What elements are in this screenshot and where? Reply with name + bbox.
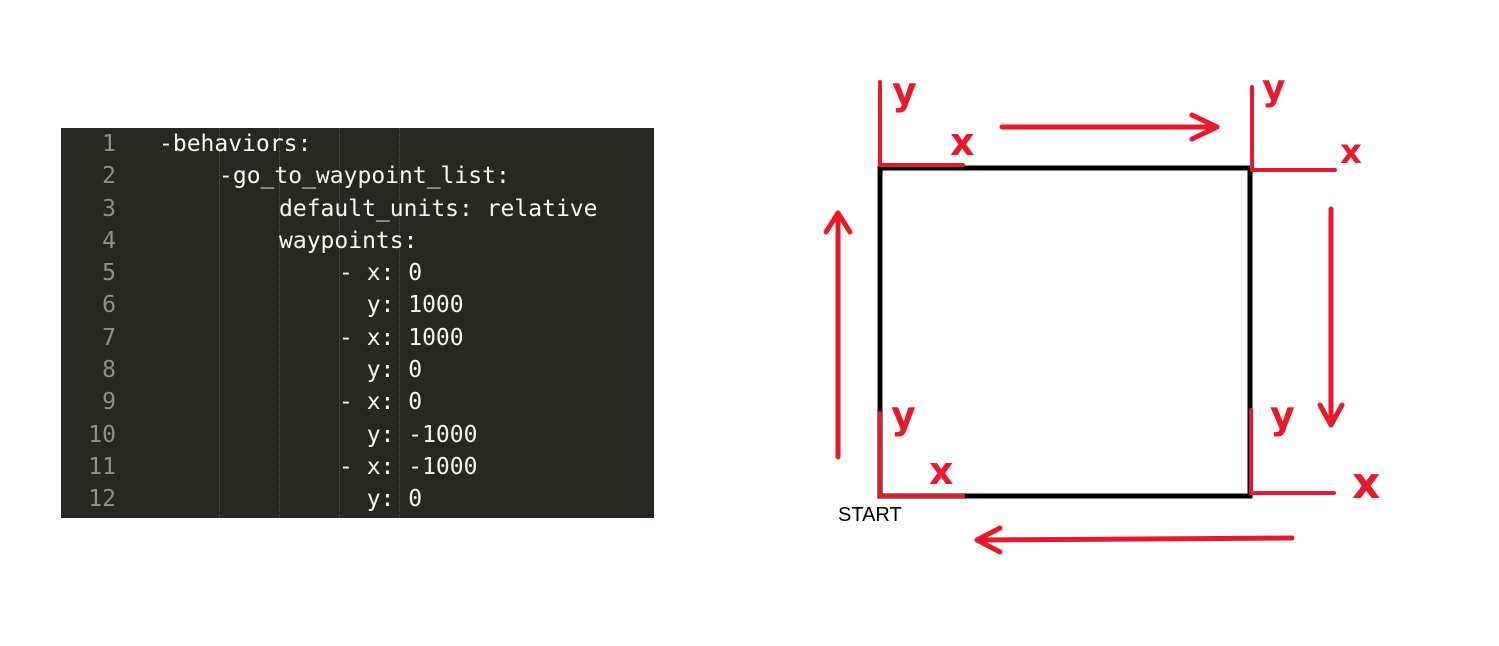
- y-axis-label-bottom-right: y: [1270, 393, 1295, 437]
- code-text: -behaviors:: [159, 131, 312, 157]
- arrow-down: [1317, 206, 1345, 428]
- code-line: 9 - x: 0: [61, 386, 654, 418]
- code-text: y: 0: [339, 486, 423, 513]
- line-number: 1: [102, 131, 116, 157]
- y-axis-label-top-left: y: [892, 69, 917, 113]
- indent-guide: [399, 128, 400, 518]
- y-axis-label-bottom-left: y: [891, 393, 916, 437]
- code-line: 8 y: 0: [61, 354, 654, 386]
- line-number: 6: [102, 292, 116, 319]
- code-text: - x: 1000: [339, 324, 464, 351]
- code-line: 7 - x: 1000: [61, 322, 654, 354]
- code-text: -go_to_waypoint_list:: [219, 163, 510, 190]
- start-label: START: [838, 504, 902, 526]
- indent-guide: [219, 128, 220, 518]
- y-axis-label-top-right: y: [1262, 68, 1285, 109]
- line-number: 12: [88, 486, 116, 513]
- code-text: default_units: relative: [279, 195, 598, 222]
- line-number: 10: [88, 421, 116, 448]
- code-line: 2 -go_to_waypoint_list:: [61, 160, 654, 192]
- line-number: 9: [102, 389, 116, 416]
- code-text: y: -1000: [339, 421, 478, 448]
- arrow-right: [999, 112, 1220, 142]
- code-line: 10 y: -1000: [61, 419, 654, 451]
- code-line: 6 y: 1000: [61, 289, 654, 321]
- line-number: 7: [102, 324, 116, 351]
- code-line: 11 - x: -1000: [61, 451, 654, 483]
- axis-marker-top-left: [878, 80, 965, 167]
- code-line: 3 default_units: relative: [61, 193, 654, 225]
- code-text: - x: 0: [339, 260, 423, 287]
- line-number: 5: [102, 260, 116, 287]
- code-line: 1 -behaviors:: [61, 128, 654, 160]
- axis-marker-bottom-right: [1249, 408, 1336, 495]
- code-line: 12 y: 0: [61, 483, 654, 515]
- code-text: y: 0: [339, 357, 423, 384]
- line-number: 4: [102, 227, 116, 254]
- x-axis-label-top-right: x: [1340, 132, 1362, 172]
- line-number: 3: [102, 195, 116, 222]
- code-text: waypoints:: [279, 227, 418, 254]
- code-editor-panel: 1 -behaviors: 2 -go_to_waypoint_list: 3 defau…: [61, 128, 654, 518]
- code-text: - x: 0: [339, 389, 423, 416]
- indent-guide: [279, 128, 280, 518]
- code-line: 5 - x: 0: [61, 257, 654, 289]
- axis-marker-bottom-left: [878, 411, 965, 498]
- line-number: 8: [102, 357, 116, 384]
- axis-marker-top-right: [1250, 85, 1337, 172]
- x-axis-label-bottom-left: x: [929, 449, 954, 493]
- line-number: 2: [102, 163, 116, 190]
- code-text: y: 1000: [339, 292, 464, 319]
- code-lines: 1 -behaviors: 2 -go_to_waypoint_list: 3 defau…: [61, 128, 654, 516]
- arrow-up: [823, 210, 853, 460]
- indent-guide: [339, 128, 340, 518]
- x-axis-label-bottom-right: x: [1352, 458, 1380, 509]
- line-number: 11: [88, 453, 116, 480]
- waypoint-square: [877, 165, 1253, 499]
- x-axis-label-top-left: x: [950, 120, 975, 164]
- code-line: 4 waypoints:: [61, 225, 654, 257]
- code-text: - x: -1000: [339, 453, 478, 480]
- arrow-left: [974, 525, 1295, 555]
